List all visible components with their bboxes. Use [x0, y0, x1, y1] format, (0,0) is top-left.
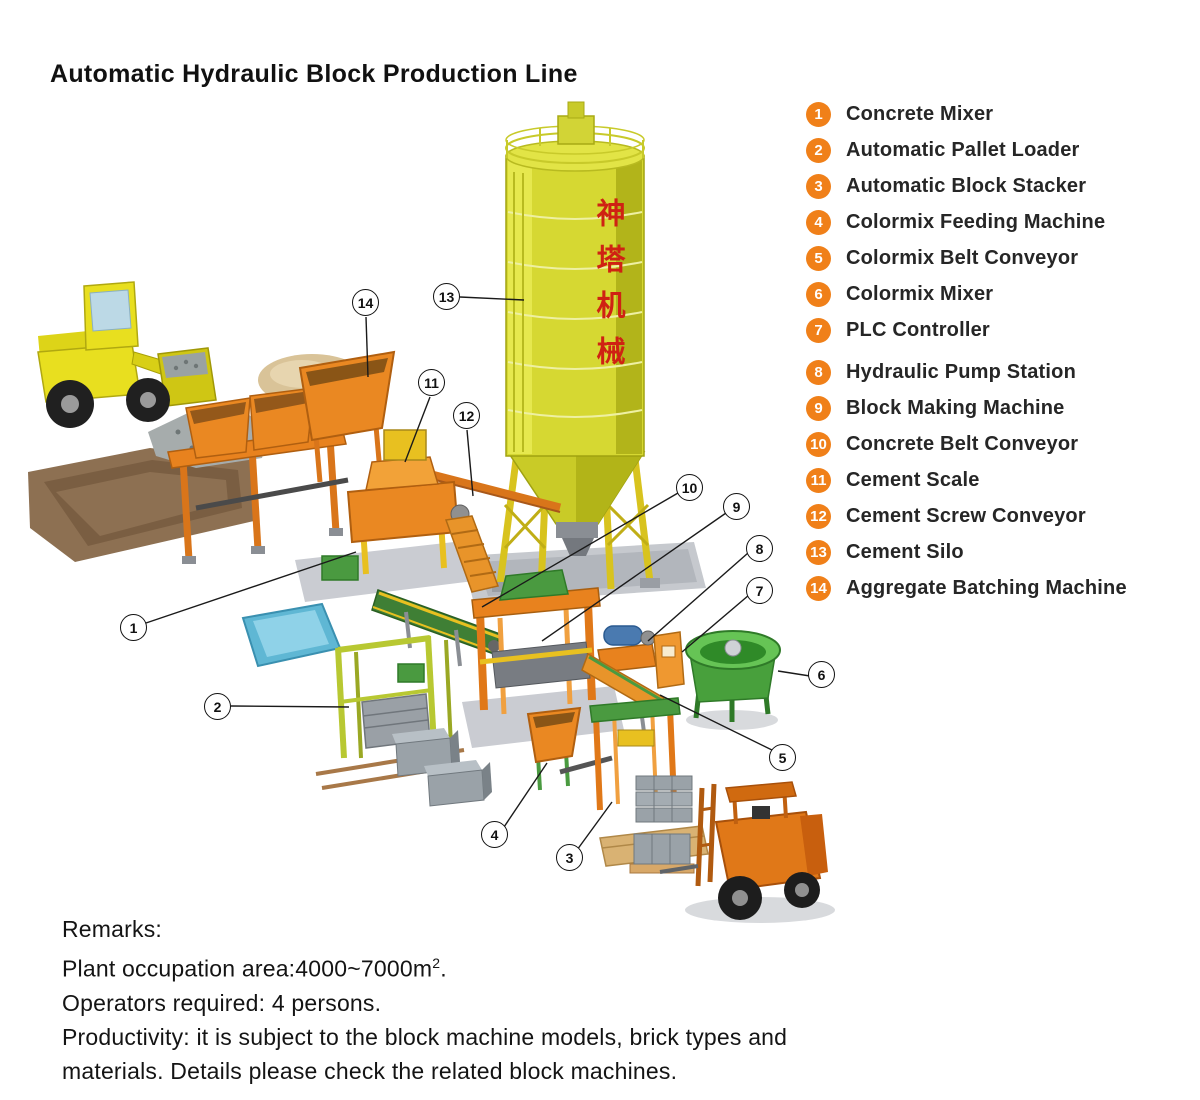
- colormix-feeding-machine: [526, 706, 613, 791]
- legend-item-8: 8 Hydraulic Pump Station: [806, 360, 1127, 385]
- legend-label-13: Cement Silo: [846, 541, 964, 563]
- plc-controller: [653, 631, 685, 689]
- legend-badge-1: 1: [806, 102, 831, 127]
- cement-silo: [462, 101, 706, 604]
- wheel-loader: [37, 281, 217, 428]
- legend-badge-11: 11: [806, 468, 831, 493]
- remarks-productivity-line1: Productivity: it is subject to the block…: [62, 1023, 788, 1050]
- legend-item-14: 14 Aggregate Batching Machine: [806, 576, 1127, 601]
- legend-badge-3: 3: [806, 174, 831, 199]
- remarks-occupation: Plant occupation area:4000~7000m2.: [62, 946, 787, 986]
- legend-item-10: 10 Concrete Belt Conveyor: [806, 432, 1127, 457]
- legend-badge-2: 2: [806, 138, 831, 163]
- callout-6: 6: [808, 661, 835, 688]
- legend-label-1: Concrete Mixer: [846, 103, 994, 125]
- legend-label-4: Colormix Feeding Machine: [846, 211, 1106, 233]
- forklift: [629, 781, 835, 923]
- concrete-mixer: [295, 429, 482, 602]
- legend-item-3: 3 Automatic Block Stacker: [806, 174, 1127, 199]
- callout-2: 2: [204, 693, 231, 720]
- legend-badge-14: 14: [806, 576, 831, 601]
- legend-badge-8: 8: [806, 360, 831, 385]
- callout-4: 4: [481, 821, 508, 848]
- legend-badge-13: 13: [806, 540, 831, 565]
- callout-7: 7: [746, 577, 773, 604]
- silo-brand-text: 神塔机械: [592, 198, 626, 382]
- remarks-heading: Remarks:: [62, 916, 163, 942]
- legend-label-10: Concrete Belt Conveyor: [846, 433, 1079, 455]
- legend-label-2: Automatic Pallet Loader: [846, 139, 1080, 161]
- hydraulic-pump-station: [597, 625, 657, 673]
- legend-item-4: 4 Colormix Feeding Machine: [806, 210, 1127, 235]
- stairs: [444, 515, 500, 593]
- callout-10: 10: [676, 474, 703, 501]
- legend-item-9: 9 Block Making Machine: [806, 396, 1127, 421]
- legend-label-3: Automatic Block Stacker: [846, 175, 1087, 197]
- legend-label-7: PLC Controller: [846, 319, 990, 341]
- remarks-operators: Operators required: 4 persons.: [62, 989, 382, 1016]
- callout-11: 11: [418, 369, 445, 396]
- concrete-blocks: [392, 728, 492, 807]
- legend-label-9: Block Making Machine: [846, 397, 1065, 419]
- callout-13: 13: [433, 283, 460, 310]
- remarks-occupation-period: .: [440, 955, 447, 982]
- legend-badge-9: 9: [806, 396, 831, 421]
- callout-12: 12: [453, 402, 480, 429]
- callout-8: 8: [746, 535, 773, 562]
- legend: 1 Concrete Mixer 2 Automatic Pallet Load…: [806, 102, 1127, 612]
- callout-9: 9: [723, 493, 750, 520]
- callout-5: 5: [769, 744, 796, 771]
- legend-item-12: 12 Cement Screw Conveyor: [806, 504, 1127, 529]
- page-title: Automatic Hydraulic Block Production Lin…: [50, 60, 578, 88]
- remarks-occupation-text: Plant occupation area:4000~7000m: [62, 955, 433, 982]
- automatic-pallet-loader: [315, 635, 471, 790]
- legend-item-5: 5 Colormix Belt Conveyor: [806, 246, 1127, 271]
- legend-badge-4: 4: [806, 210, 831, 235]
- aggregate-batching-machine: [167, 387, 349, 564]
- remarks: Remarks: Plant occupation area:4000~7000…: [62, 912, 787, 1088]
- cement-scale: [383, 429, 427, 461]
- legend-label-14: Aggregate Batching Machine: [846, 577, 1127, 599]
- callout-3: 3: [556, 844, 583, 871]
- legend-item-11: 11 Cement Scale: [806, 468, 1127, 493]
- water-pool: [241, 602, 342, 668]
- callout-14: 14: [352, 289, 379, 316]
- colormix-mixer: [685, 630, 781, 730]
- legend-item-6: 6 Colormix Mixer: [806, 282, 1127, 307]
- callout-1: 1: [120, 614, 147, 641]
- callout-leader-lines: [145, 296, 811, 851]
- legend-label-6: Colormix Mixer: [846, 283, 994, 305]
- legend-badge-5: 5: [806, 246, 831, 271]
- legend-label-12: Cement Screw Conveyor: [846, 505, 1086, 527]
- ground-patch: [28, 448, 258, 562]
- remarks-productivity-line2: materials. Details please check the rela…: [62, 1057, 678, 1084]
- legend-badge-7: 7: [806, 318, 831, 343]
- remarks-occupation-sup: 2: [432, 955, 441, 971]
- legend-item-2: 2 Automatic Pallet Loader: [806, 138, 1127, 163]
- legend-item-13: 13 Cement Silo: [806, 540, 1127, 565]
- legend-label-5: Colormix Belt Conveyor: [846, 247, 1079, 269]
- legend-item-1: 1 Concrete Mixer: [806, 102, 1127, 127]
- legend-badge-6: 6: [806, 282, 831, 307]
- legend-badge-12: 12: [806, 504, 831, 529]
- legend-label-11: Cement Scale: [846, 469, 980, 491]
- legend-label-8: Hydraulic Pump Station: [846, 361, 1076, 383]
- legend-item-7: 7 PLC Controller: [806, 318, 1127, 343]
- legend-badge-10: 10: [806, 432, 831, 457]
